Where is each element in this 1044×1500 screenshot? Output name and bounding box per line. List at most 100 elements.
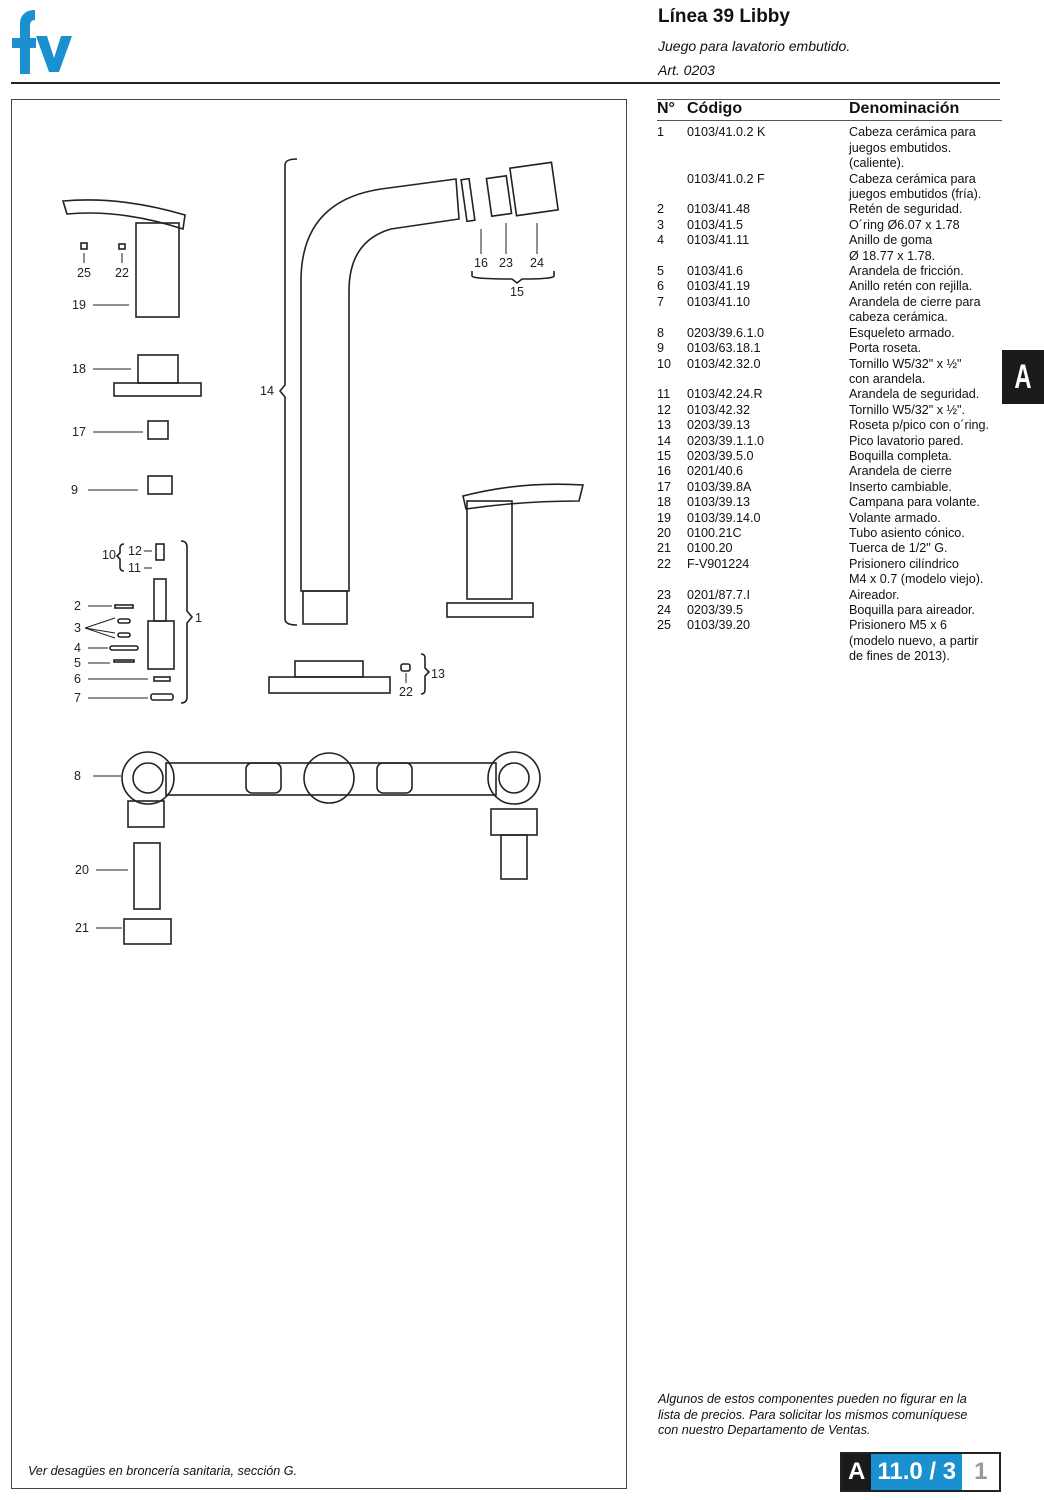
- table-row: 0103/41.0.2 F Cabeza cerámica para juegos…: [657, 172, 1002, 203]
- part-name: Arandela de seguridad.: [849, 387, 980, 402]
- part-code: 0103/42.32.0: [687, 356, 761, 371]
- part-code: 0103/41.0.2 K: [687, 125, 766, 140]
- part-number: 5: [657, 264, 665, 279]
- part-code: 0103/41.6: [687, 264, 744, 279]
- header-name: Denominación: [849, 100, 960, 117]
- part-code: 0103/42.32: [687, 402, 751, 417]
- spout: [300, 178, 460, 592]
- part-code: 0203/39.6.1.0: [687, 325, 765, 340]
- part-code: 0103/39.8A: [687, 479, 752, 494]
- part-code: 0103/41.0.2 F: [687, 171, 765, 186]
- availability-note: Algunos de estos componentes pueden no f…: [658, 1392, 968, 1437]
- page-subtitle: Juego para lavatorio embutido.: [658, 38, 851, 54]
- callout-14: 14: [260, 384, 274, 398]
- page-number-box: A 11.0 / 3 1: [840, 1452, 1002, 1492]
- part-name: Boquilla para aireador.: [849, 603, 976, 617]
- part-code: 0103/41.5: [687, 217, 744, 232]
- drains-reference-note: Ver desagües en broncería sanitaria, sec…: [28, 1464, 298, 1478]
- part-number: 24: [657, 603, 672, 617]
- part-code: 0201/87.7.I: [687, 587, 751, 602]
- part-name: Volante armado.: [849, 510, 941, 525]
- part-number: 21: [657, 541, 672, 556]
- part-number: 9: [657, 341, 665, 356]
- part-name: Esqueleto armado.: [849, 325, 955, 340]
- part-name: Aireador.: [849, 587, 900, 602]
- part-code: 0103/41.48: [687, 202, 751, 217]
- part-number: 19: [657, 510, 672, 525]
- header: Línea 39 Libby Juego para lavatorio embu…: [658, 6, 850, 78]
- part-name: Campana para volante.: [849, 495, 980, 510]
- part-code: 0100.20: [687, 541, 733, 556]
- part-number: 6: [657, 279, 665, 294]
- part-name: Arandela de cierre para cabeza cerámica.: [849, 294, 981, 325]
- part-number: 17: [657, 479, 672, 494]
- part-number: 22: [657, 556, 672, 571]
- exploded-diagram-panel: 25 22 19 18 17 9 10 12 11 2 3 4 5 6 7 1 …: [11, 99, 627, 1489]
- table-header: N° Código Denominación: [657, 100, 1002, 122]
- exploded-diagram: 25 22 19 18 17 9 10 12 11 2 3 4 5 6 7 1 …: [61, 158, 585, 945]
- part-name: Tornillo W5/32" x ½".: [849, 402, 966, 417]
- part-number: 18: [657, 495, 672, 510]
- part-name: Prisionero M5 x 6 (modelo nuevo, a parti…: [849, 618, 979, 664]
- header-divider: [11, 82, 1000, 84]
- part-number: 13: [657, 418, 672, 433]
- part-code: 0203/39.1.1.0: [687, 433, 765, 448]
- part-name: Cabeza cerámica para juegos embutidos (f…: [849, 171, 982, 202]
- part-number: 4: [657, 233, 665, 248]
- part-code: 0100.21C: [687, 525, 742, 540]
- part-code: 0103/39.20: [687, 618, 751, 633]
- callout-13: 13: [431, 667, 445, 681]
- part-number: 23: [657, 587, 672, 602]
- header-number: N°: [657, 100, 675, 117]
- part-number: 11: [657, 387, 671, 402]
- callout-7: 7: [74, 691, 81, 705]
- table-row: 12 0103/42.32 Tornillo W5/32" x ½".: [657, 403, 1002, 418]
- part-name: Prisionero cilíndrico M4 x 0.7 (modelo v…: [849, 556, 984, 587]
- callout-24: 24: [530, 256, 544, 270]
- page-code: 11.0 / 3: [871, 1454, 963, 1490]
- callout-22: 22: [115, 266, 129, 280]
- part-name: Tornillo W5/32" x ½" con arandela.: [849, 356, 962, 386]
- table-row: 23 0201/87.7.I Aireador.: [657, 588, 1002, 603]
- callout-5: 5: [74, 656, 81, 670]
- part-code: 0103/42.24.R: [687, 387, 763, 402]
- part-name: Arandela de fricción.: [849, 264, 964, 279]
- handle-lever: [61, 199, 186, 231]
- callout-8: 8: [74, 769, 81, 783]
- page-title: Línea 39 Libby: [658, 6, 790, 27]
- part-number: 12: [657, 402, 672, 417]
- callout-17: 17: [72, 425, 86, 439]
- callout-18: 18: [72, 362, 86, 376]
- callout-6: 6: [74, 672, 81, 686]
- callout-1: 1: [195, 611, 202, 625]
- callout-9: 9: [71, 483, 78, 497]
- part-name: Pico lavatorio pared.: [849, 433, 964, 448]
- table-row: 5 0103/41.6 Arandela de fricción.: [657, 264, 1002, 279]
- callout-22b: 22: [399, 685, 413, 699]
- part-number: 7: [657, 294, 665, 309]
- table-row: 11 0103/42.24.R Arandela de seguridad.: [657, 387, 1002, 402]
- part-code: 0201/40.6: [687, 464, 744, 479]
- part-name: Anillo de goma Ø 18.77 x 1.78.: [849, 233, 936, 263]
- part-number: 3: [657, 217, 665, 232]
- callout-2: 2: [74, 599, 81, 613]
- diagram-callouts: 25 22 19 18 17 9 10 12 11 2 3 4 5 6 7 1 …: [71, 256, 544, 935]
